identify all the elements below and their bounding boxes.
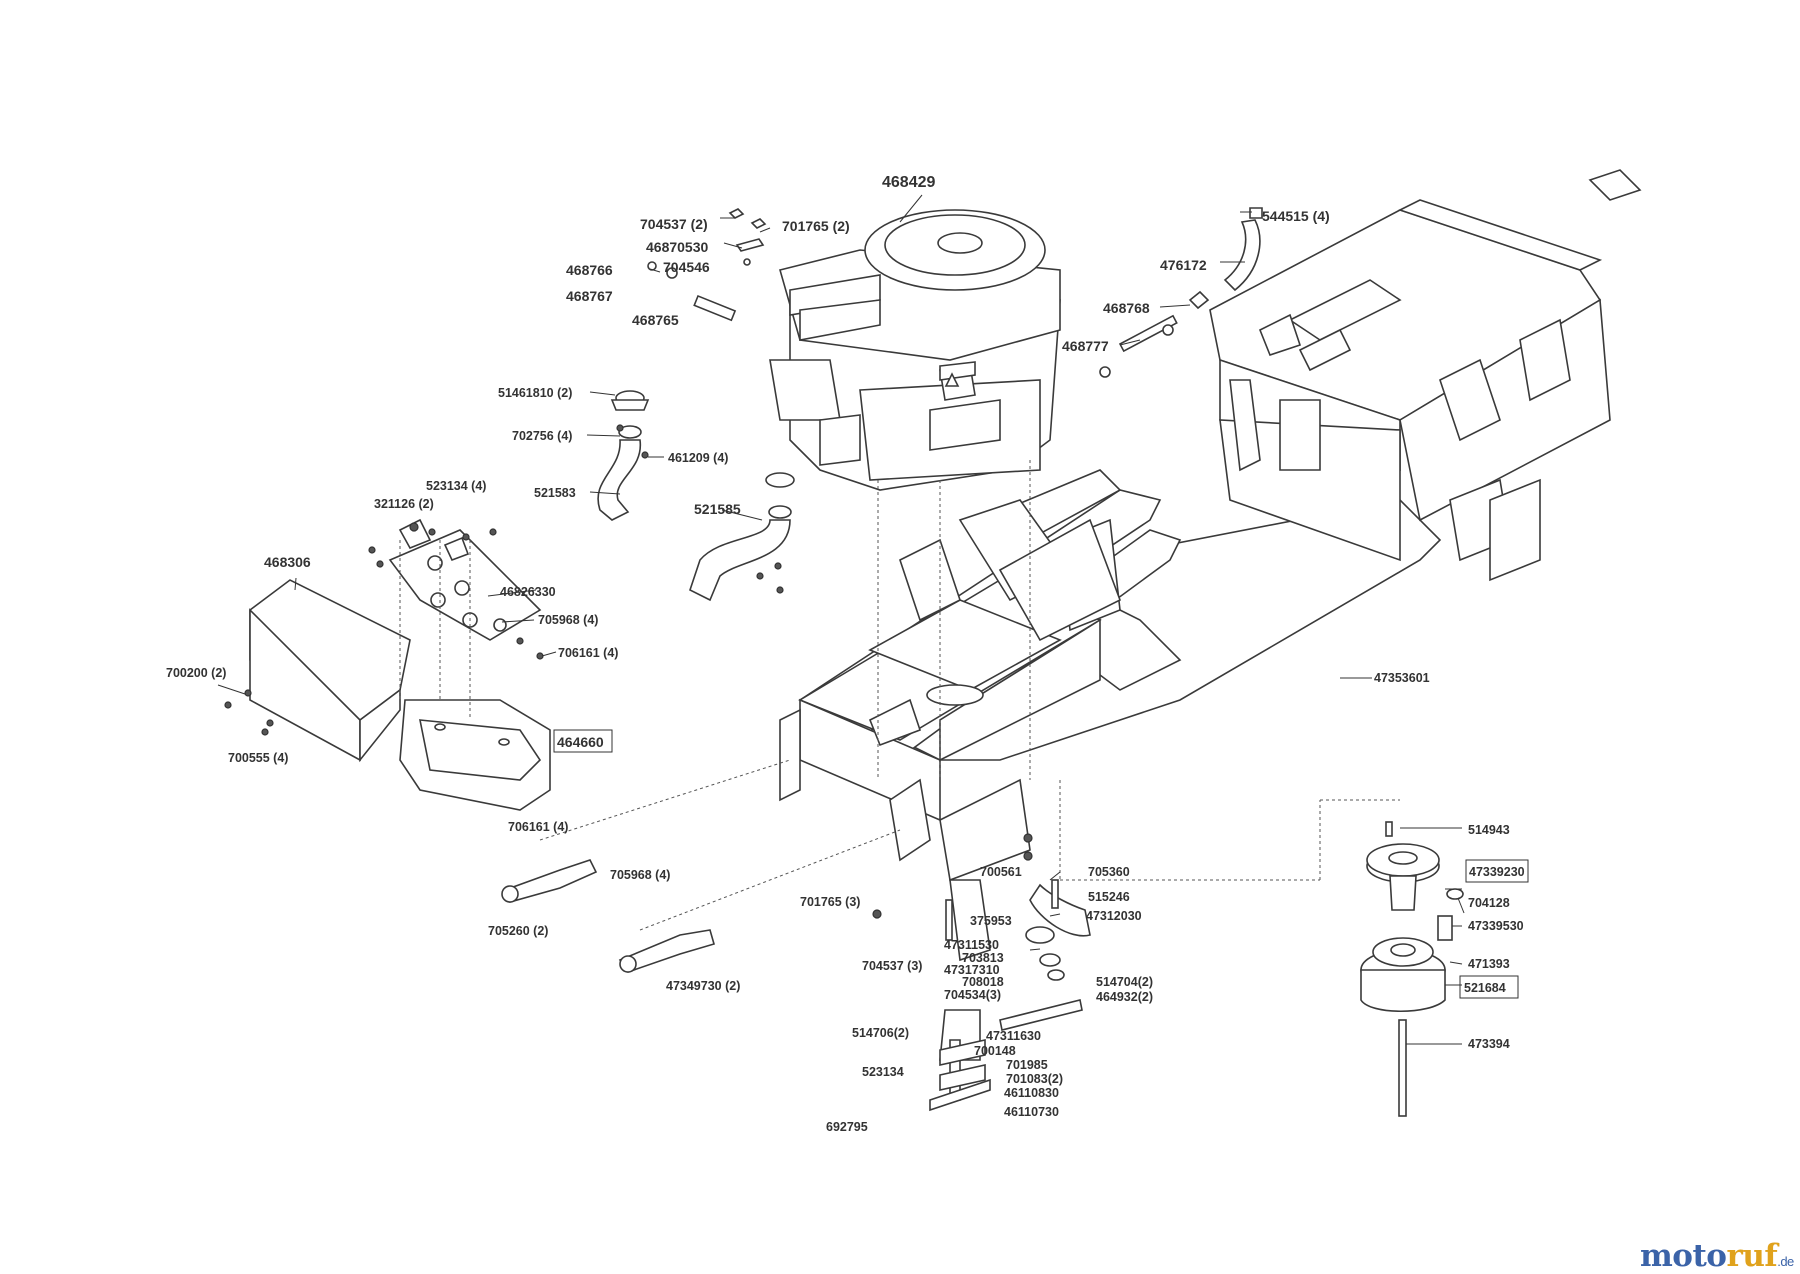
exhaust-pipes bbox=[597, 390, 795, 602]
label-47353601: 47353601 bbox=[1374, 671, 1430, 685]
brand-logo: motoruf.de bbox=[1640, 1238, 1794, 1274]
label-706161-4b: 706161 (4) bbox=[508, 820, 568, 834]
label-468766: 468766 bbox=[566, 262, 613, 278]
engine bbox=[769, 209, 1061, 491]
label-46110830: 46110830 bbox=[1004, 1086, 1059, 1100]
label-704534-3: 704534(3) bbox=[944, 988, 1001, 1002]
label-701083-2: 701083(2) bbox=[1006, 1072, 1063, 1086]
label-461209-4: 461209 (4) bbox=[668, 451, 728, 465]
label-700555-4: 700555 (4) bbox=[228, 751, 288, 765]
label-701985: 701985 bbox=[1006, 1058, 1048, 1072]
label-464932-2: 464932(2) bbox=[1096, 990, 1153, 1004]
label-468777: 468777 bbox=[1062, 338, 1109, 354]
front-brackets bbox=[501, 859, 991, 1112]
box-47339230 bbox=[1465, 859, 1529, 883]
label-704546: 704546 bbox=[663, 259, 710, 275]
label-473394: 473394 bbox=[1468, 1037, 1510, 1051]
brand-part-1: moto bbox=[1640, 1238, 1727, 1274]
label-47317310: 47317310 bbox=[944, 963, 1000, 977]
label-321126-2: 321126 (2) bbox=[374, 497, 434, 511]
brand-tld: .de bbox=[1777, 1254, 1794, 1269]
label-708018: 708018 bbox=[962, 975, 1004, 989]
label-468765: 468765 bbox=[632, 312, 679, 328]
steering-parts bbox=[945, 879, 1091, 1031]
part-labels: 468429 704537 (2) 701765 (2) 46870530 46… bbox=[166, 174, 1525, 1134]
label-47339230: 47339230 bbox=[1469, 865, 1525, 879]
label-521583: 521583 bbox=[534, 486, 576, 500]
label-523134: 523134 bbox=[862, 1065, 904, 1079]
label-705260-2: 705260 (2) bbox=[488, 924, 548, 938]
muffler-assembly bbox=[249, 518, 551, 811]
label-47312030: 47312030 bbox=[1086, 909, 1142, 923]
label-515246: 515246 bbox=[1088, 890, 1130, 904]
label-706161-4a: 706161 (4) bbox=[558, 646, 618, 660]
label-544515-4: 544515 (4) bbox=[1262, 208, 1330, 224]
box-464660 bbox=[553, 729, 613, 753]
label-514943: 514943 bbox=[1468, 823, 1510, 837]
label-46870530: 46870530 bbox=[646, 239, 709, 255]
label-702756-4: 702756 (4) bbox=[512, 429, 572, 443]
box-521684 bbox=[1459, 975, 1519, 999]
label-514704-2: 514704(2) bbox=[1096, 975, 1153, 989]
label-700148: 700148 bbox=[974, 1044, 1016, 1058]
label-700200-2: 700200 (2) bbox=[166, 666, 226, 680]
pto-clutch bbox=[1360, 821, 1464, 1117]
label-704537-2: 704537 (2) bbox=[640, 216, 708, 232]
label-521585: 521585 bbox=[694, 501, 741, 517]
label-47339530: 47339530 bbox=[1468, 919, 1524, 933]
label-47311630: 47311630 bbox=[986, 1029, 1041, 1043]
label-46110730: 46110730 bbox=[1004, 1105, 1059, 1119]
label-468306: 468306 bbox=[264, 554, 311, 570]
label-703813: 703813 bbox=[962, 951, 1004, 965]
label-47311530: 47311530 bbox=[944, 938, 999, 952]
label-51461810-2: 51461810 (2) bbox=[498, 386, 572, 400]
label-704128: 704128 bbox=[1468, 896, 1510, 910]
label-468768: 468768 bbox=[1103, 300, 1150, 316]
label-47349730-2: 47349730 (2) bbox=[666, 979, 740, 993]
leader-lines bbox=[217, 194, 1465, 1045]
assembly-lines bbox=[399, 460, 1400, 931]
label-471393: 471393 bbox=[1468, 957, 1510, 971]
label-375953: 375953 bbox=[970, 914, 1012, 928]
label-468429: 468429 bbox=[882, 174, 935, 191]
chassis-frame bbox=[779, 169, 1642, 962]
label-521684: 521684 bbox=[1464, 981, 1506, 995]
label-705968-4a: 705968 (4) bbox=[538, 613, 598, 627]
label-705360: 705360 bbox=[1088, 865, 1130, 879]
label-700561: 700561 bbox=[980, 865, 1022, 879]
label-692795: 692795 bbox=[826, 1120, 868, 1134]
brand-part-2: ruf bbox=[1726, 1238, 1778, 1274]
hoses bbox=[647, 207, 1263, 378]
label-514706-2: 514706(2) bbox=[852, 1026, 909, 1040]
label-523134-4: 523134 (4) bbox=[426, 479, 486, 493]
hardware bbox=[224, 424, 1033, 919]
label-464660: 464660 bbox=[557, 734, 604, 750]
label-705968-4b: 705968 (4) bbox=[610, 868, 670, 882]
label-46826330: 46826330 bbox=[500, 585, 556, 599]
label-704537-3: 704537 (3) bbox=[862, 959, 922, 973]
label-468767: 468767 bbox=[566, 288, 613, 304]
label-701765-3: 701765 (3) bbox=[800, 895, 860, 909]
label-701765-2: 701765 (2) bbox=[782, 218, 850, 234]
label-476172: 476172 bbox=[1160, 257, 1207, 273]
